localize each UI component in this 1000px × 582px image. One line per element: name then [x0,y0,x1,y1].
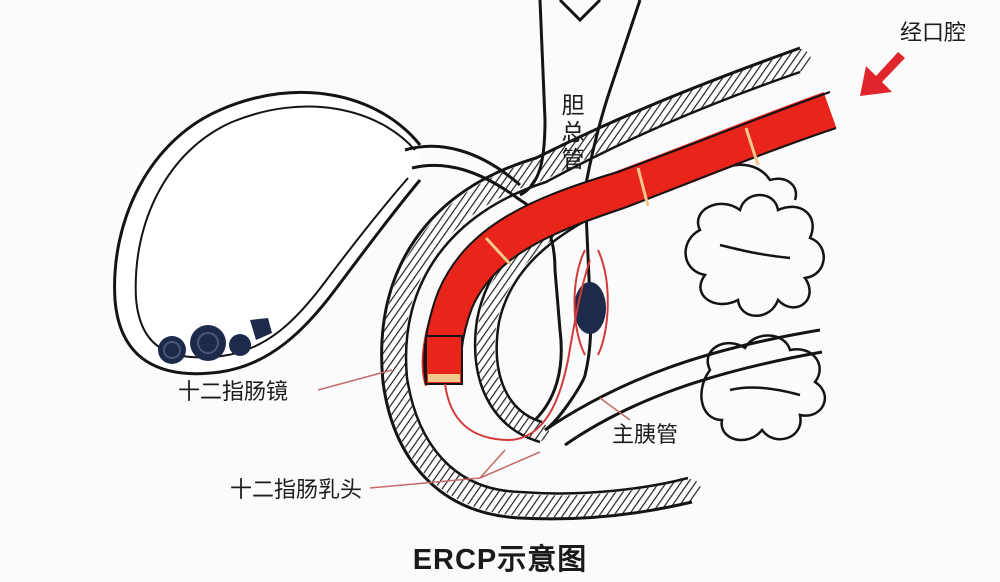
bile-duct-stone [574,282,606,334]
main-pancreatic-duct [544,328,821,432]
cystic-duct [404,144,521,187]
label-duodenoscope: 十二指肠镜 [178,379,289,404]
pointer-lines [317,369,631,489]
label-cbd-char-3: 管 [561,146,585,172]
diagram-title: ERCP示意图 [412,544,588,576]
scope-rings [484,127,760,266]
common-bile-duct [519,0,547,197]
catheter [444,259,591,442]
label-main-pancreatic-duct: 主胰管 [612,422,679,447]
gallstones [158,318,272,364]
label-cbd-char-1: 胆 [561,92,585,118]
label-duodenal-papilla: 十二指肠乳头 [230,477,363,502]
label-common-bile-duct: 胆 总 管 [560,92,586,173]
pancreas-lobules [684,163,827,442]
duodenum-outer-wall [382,49,811,518]
label-oral: 经口腔 [900,20,967,45]
label-cbd-char-2: 总 [561,119,585,145]
gallbladder [113,91,422,376]
oral-arrow [860,52,905,96]
